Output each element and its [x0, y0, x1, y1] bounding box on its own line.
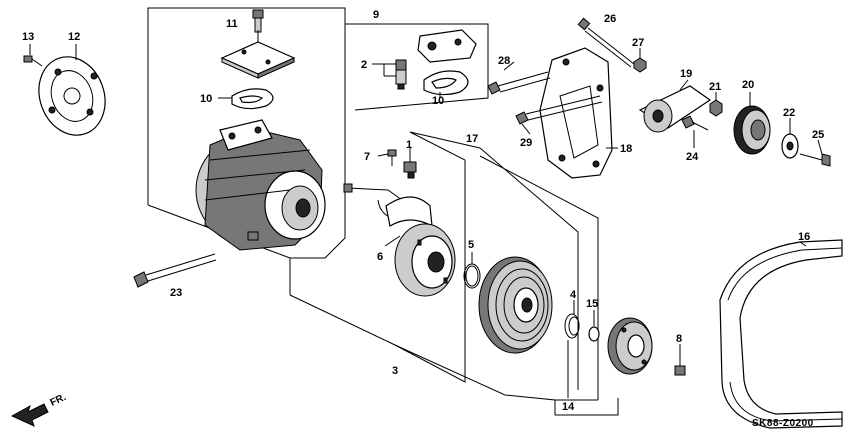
clutch-cover-part[interactable] [28, 47, 116, 144]
callout-26: 26 [604, 13, 616, 25]
callout-22: 22 [783, 107, 795, 119]
bolt-11-part[interactable] [252, 9, 264, 33]
callout-2: 2 [361, 59, 367, 71]
bracket-18-part[interactable] [539, 47, 613, 179]
callout-10-right: 10 [432, 95, 444, 107]
shim-4-part[interactable] [564, 313, 580, 339]
compressor-part[interactable] [195, 119, 326, 251]
drive-belt-16-part[interactable] [719, 239, 843, 429]
direction-label: FR. [49, 392, 68, 409]
gasket-10-right-part[interactable] [423, 70, 469, 96]
bolt-23-part[interactable] [133, 253, 217, 288]
gasket-10-left-part[interactable] [231, 88, 274, 110]
nut-21-part[interactable] [709, 99, 723, 117]
callout-17: 17 [466, 133, 478, 145]
bolt-29-part[interactable] [515, 95, 603, 125]
callout-labels: 1 2 3 4 5 6 7 8 9 10 10 11 12 13 14 15 1… [22, 9, 824, 413]
bolt-13-part[interactable] [23, 55, 43, 67]
idler-pulley-20-part[interactable] [733, 105, 771, 155]
callout-29: 29 [520, 137, 532, 149]
washer-15-part[interactable] [588, 326, 600, 342]
bolt-26-part[interactable] [577, 17, 635, 68]
service-valve-part[interactable] [417, 29, 477, 63]
thermo-switch-1-part[interactable] [403, 161, 417, 179]
field-coil-6-part[interactable] [385, 196, 456, 297]
callout-12: 12 [68, 31, 80, 43]
snap-ring-5-part[interactable] [463, 263, 481, 289]
callout-6: 6 [377, 251, 383, 263]
armature-plate-part[interactable] [607, 317, 653, 375]
callout-25: 25 [812, 129, 824, 141]
bolt-25-part[interactable] [799, 153, 831, 167]
switch-2-part[interactable] [395, 59, 407, 90]
callout-13: 13 [22, 31, 34, 43]
bolt-28-part[interactable] [487, 71, 551, 95]
screw-7-part[interactable] [387, 149, 397, 166]
callout-11: 11 [226, 18, 238, 30]
callout-28: 28 [498, 55, 510, 67]
callout-23: 23 [170, 287, 182, 299]
callout-21: 21 [709, 81, 721, 93]
callout-7: 7 [364, 151, 370, 163]
callout-19: 19 [680, 68, 692, 80]
callout-24: 24 [686, 151, 699, 163]
leader-lines [29, 30, 823, 398]
callout-15: 15 [586, 298, 598, 310]
front-direction-arrow: FR. [10, 392, 68, 427]
diagram-code: SK88-Z0200 [752, 418, 814, 429]
callout-4: 4 [570, 289, 577, 301]
callout-14: 14 [562, 401, 575, 413]
callout-1: 1 [406, 139, 412, 151]
pulley-rotor-part[interactable] [478, 256, 553, 354]
bolt-24-part[interactable] [681, 115, 709, 131]
callout-9: 9 [373, 9, 379, 21]
callout-3: 3 [392, 365, 398, 377]
callout-5: 5 [468, 239, 474, 251]
nut-27-part[interactable] [633, 57, 647, 73]
callout-27: 27 [632, 37, 644, 49]
valve-plate-part[interactable] [220, 41, 296, 79]
callout-16: 16 [798, 231, 810, 243]
washer-22-part[interactable] [781, 133, 799, 159]
bolt-8-part[interactable] [674, 352, 686, 376]
tensioner-19-part[interactable] [638, 85, 712, 133]
seal-kit-box [345, 23, 489, 111]
callout-18: 18 [620, 143, 632, 155]
callout-20: 20 [742, 79, 754, 91]
callout-10-left: 10 [200, 93, 212, 105]
callout-8: 8 [676, 333, 682, 345]
